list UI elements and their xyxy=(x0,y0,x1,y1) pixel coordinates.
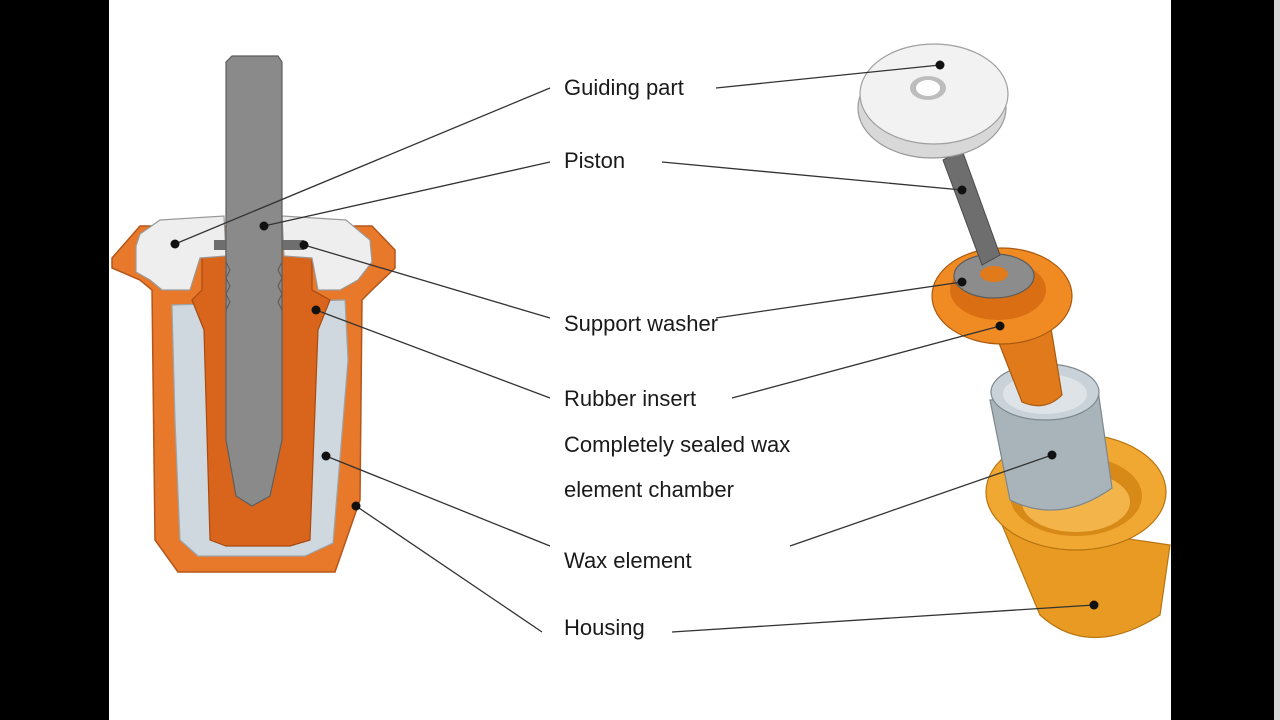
leader-housing-left xyxy=(355,505,543,633)
label-housing: Housing xyxy=(564,615,645,640)
leader-guiding-part-left xyxy=(174,87,551,245)
leader-dots xyxy=(170,60,1099,610)
piston-3d xyxy=(942,149,1001,266)
exploded-view-diagram xyxy=(857,43,1171,639)
dot-rubber-insert-right xyxy=(995,321,1005,331)
dot-support-washer-right xyxy=(957,277,967,287)
right-edge-strip xyxy=(1274,0,1280,720)
label-support-washer: Support washer xyxy=(564,311,719,336)
leader-support-washer-right xyxy=(715,281,963,319)
leader-wax-element-left xyxy=(325,455,551,547)
piston-section xyxy=(225,55,283,507)
support-washer-3d xyxy=(953,253,1035,299)
leader-lines xyxy=(174,64,1095,633)
dot-wax-element-left xyxy=(321,451,331,461)
cross-section-diagram xyxy=(111,55,396,573)
label-piston: Piston xyxy=(564,148,626,173)
guiding-part-3d xyxy=(857,43,1009,159)
dot-housing-left xyxy=(351,501,361,511)
dot-guiding-part-right xyxy=(935,60,945,70)
leader-housing-right xyxy=(671,604,1095,633)
label-sealed-chamber-line1: Completely sealed wax xyxy=(564,432,791,457)
dot-housing-right xyxy=(1089,600,1099,610)
leader-piston-right xyxy=(661,161,963,191)
dot-piston-right xyxy=(957,185,967,195)
leader-guiding-part-right xyxy=(715,64,941,89)
dot-piston-left xyxy=(259,221,269,231)
leader-piston-left xyxy=(263,161,551,227)
dot-rubber-insert-left xyxy=(311,305,321,315)
leader-wax-element-right xyxy=(789,454,1053,547)
leader-rubber-insert-left xyxy=(315,309,551,399)
label-guiding-part: Guiding part xyxy=(564,75,684,100)
label-sealed-chamber-line2: element chamber xyxy=(564,477,734,502)
label-rubber-insert: Rubber insert xyxy=(564,386,697,411)
guiding-part-left xyxy=(135,215,227,291)
piston-ridges xyxy=(225,261,283,311)
dot-guiding-part-left xyxy=(170,239,180,249)
guiding-part-right xyxy=(281,215,373,291)
label-wax-element: Wax element xyxy=(564,548,692,573)
leader-support-washer-left xyxy=(303,244,551,319)
leader-rubber-insert-right xyxy=(731,325,1001,399)
dot-wax-element-right xyxy=(1047,450,1057,460)
dot-support-washer-left xyxy=(299,240,309,250)
